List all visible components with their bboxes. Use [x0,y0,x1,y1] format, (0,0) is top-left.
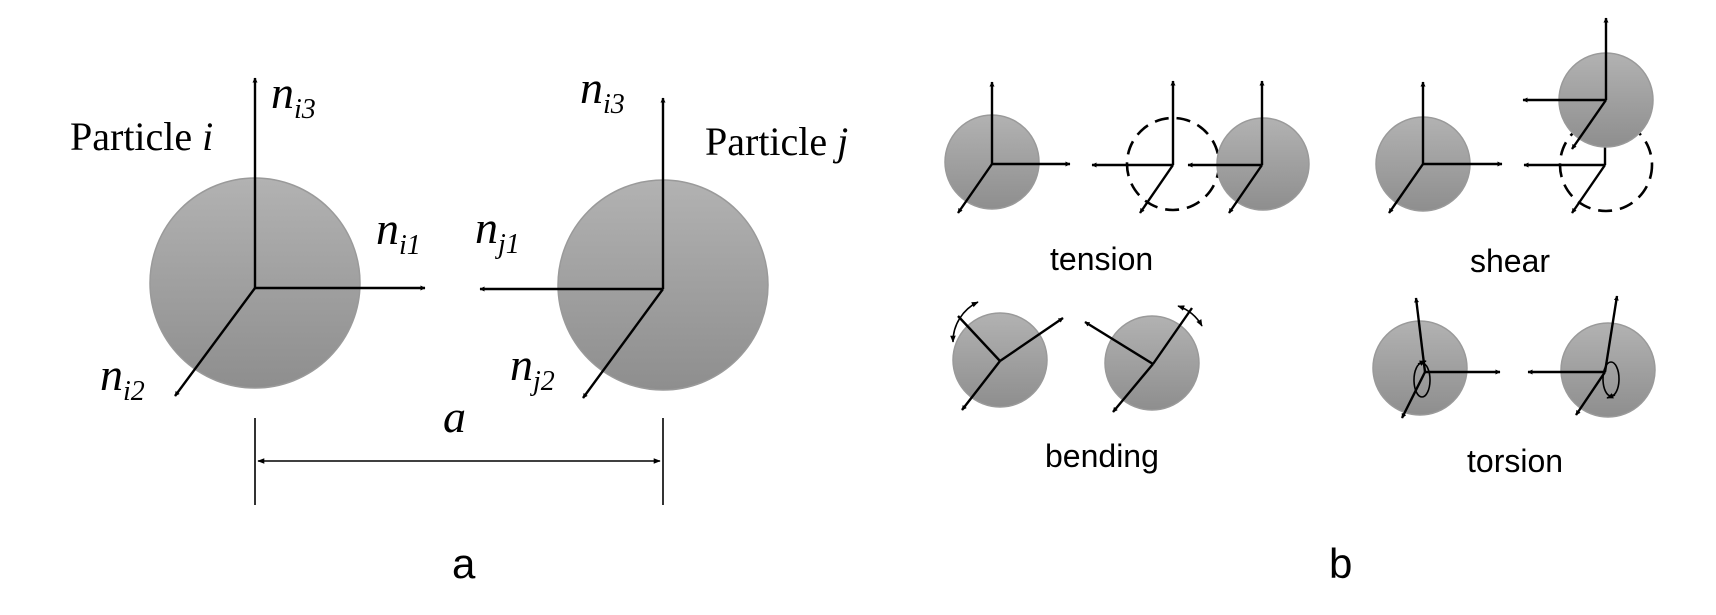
tension-group: tension [944,80,1310,277]
label-ni3: ni3 [271,67,316,125]
label-ni1: ni1 [376,203,421,261]
torsion-left-axis-diag [1400,371,1427,419]
panel-a-label: a [452,540,476,587]
bending-label: bending [1045,438,1159,474]
torsion-left-twist-arrow [1417,360,1427,366]
label-nj2: nj2 [510,339,555,397]
bending-right-axis-diag [1112,363,1154,413]
axis-ni2-arrow [174,287,256,397]
torsion-group: torsion [1372,295,1656,479]
panel-b: tension shear [944,17,1656,587]
tension-ghost-axis-diag [1139,164,1174,214]
shear-left-axis-diag [1388,163,1424,214]
torsion-particle-right [1560,322,1656,418]
panel-b-label: b [1329,540,1352,587]
label-ni2: ni2 [100,349,145,407]
torsion-right-axis-up [1603,295,1619,373]
bending-left-axis-right [999,317,1064,362]
label-nj1: nj1 [475,202,520,260]
torsion-right-twist-arrow [1606,393,1616,399]
tension-right-axis-diag [1228,164,1263,214]
shear-label: shear [1470,243,1550,279]
bending-left-rotation-icon [950,301,979,343]
tension-label: tension [1050,241,1153,277]
bending-group: bending [950,301,1203,474]
distance-label: a [443,391,466,442]
bending-right-rotation-icon [1177,305,1203,327]
axis-nj2-arrow [582,288,664,399]
shear-right-axis-diag [1571,99,1607,150]
panel-a: Particle i Particle j ni3 ni1 ni2 ni3 nj… [70,62,848,587]
torsion-label: torsion [1467,443,1563,479]
particle-j-label: Particle j [705,119,848,164]
particle-i-label: Particle i [70,114,213,159]
torsion-left-axis-up [1414,297,1427,373]
bending-left-axis-diag [961,360,1001,411]
shear-group: shear [1375,17,1654,279]
label-nj3: ni3 [580,62,625,120]
shear-ghost-axis-diag [1571,164,1606,214]
torsion-right-axis-diag [1575,371,1606,416]
bending-right-axis-left [1084,320,1154,366]
tension-left-axis-diag [957,163,993,214]
